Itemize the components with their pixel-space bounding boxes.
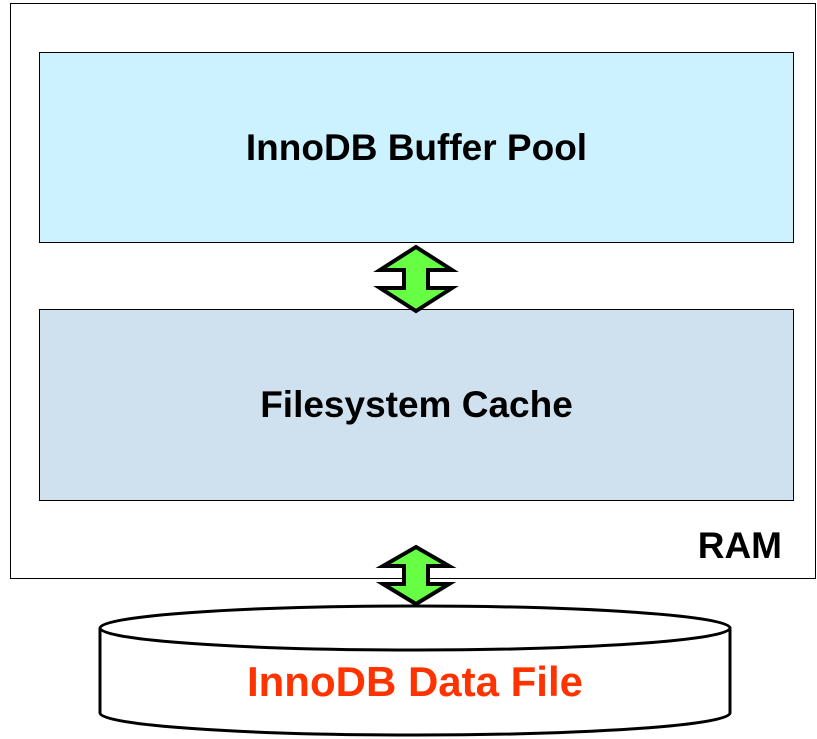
disk-cylinder-icon: [98, 604, 732, 737]
buffer-pool-box: InnoDB Buffer Pool: [39, 52, 794, 243]
arrow-ram-to-disk-icon: [375, 544, 457, 607]
arrow-buffer-to-cache-icon: [373, 244, 459, 314]
buffer-pool-label: InnoDB Buffer Pool: [245, 126, 588, 168]
filesystem-cache-box: Filesystem Cache: [39, 309, 794, 501]
filesystem-cache-label: Filesystem Cache: [260, 384, 573, 425]
ram-label: RAM: [697, 525, 782, 566]
data-file-label: InnoDB Data File: [246, 658, 584, 705]
